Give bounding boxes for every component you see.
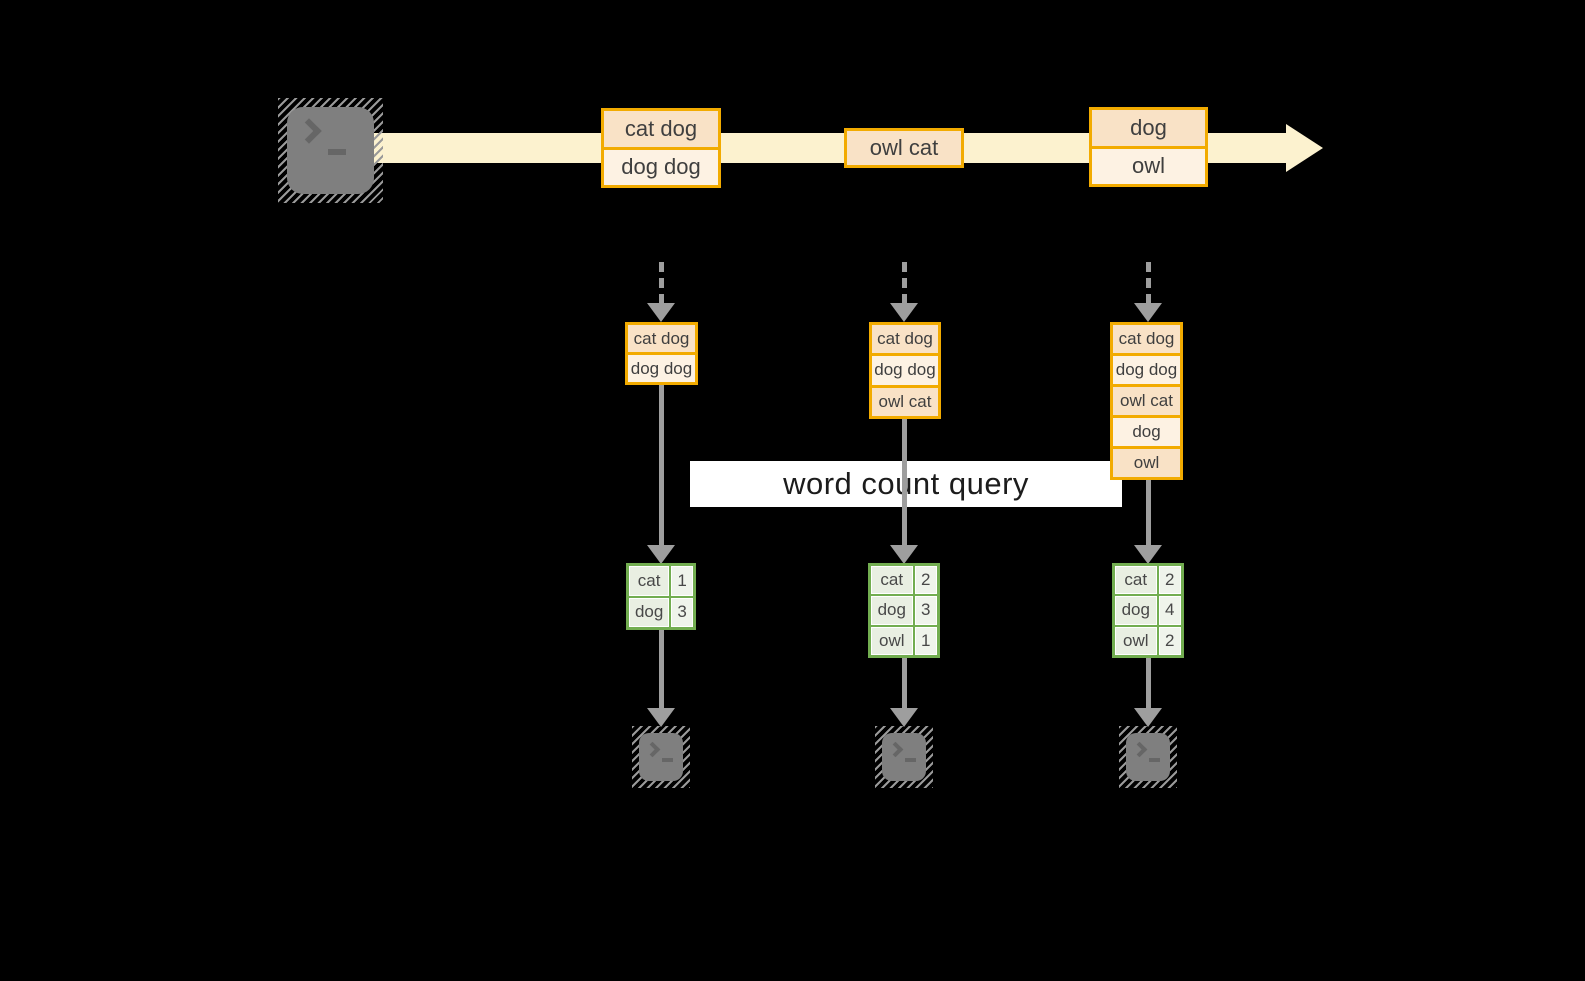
dashed-arrow-head-icon xyxy=(647,303,675,322)
word-cell: dog xyxy=(629,597,670,627)
result-row: dog 3 xyxy=(629,597,693,627)
result-table-3: cat 2 dog 4 owl 2 xyxy=(1112,563,1184,658)
state-item: owl xyxy=(1113,446,1180,477)
batch-item: owl xyxy=(1092,145,1205,184)
stream-arrow-head-icon xyxy=(1286,124,1323,172)
state-item: owl cat xyxy=(1113,384,1180,415)
prompt-chevron-icon xyxy=(296,118,322,144)
word-cell: cat xyxy=(1115,566,1157,595)
flow-arrow-head-icon xyxy=(1134,708,1162,727)
flow-line xyxy=(902,419,907,545)
prompt-chevron-icon xyxy=(644,741,661,758)
state-item: dog dog xyxy=(1113,353,1180,384)
word-cell: cat xyxy=(629,566,670,596)
result-row: owl 2 xyxy=(1115,626,1181,655)
result-row: dog 4 xyxy=(1115,596,1181,625)
result-row: owl 1 xyxy=(871,626,937,655)
flow-arrow-head-icon xyxy=(647,545,675,564)
batch-item: dog dog xyxy=(604,146,718,185)
state-item: cat dog xyxy=(628,325,695,352)
prompt-underscore-icon xyxy=(1149,758,1160,762)
state-box-1: cat dog dog dog xyxy=(625,322,698,385)
source-terminal-icon xyxy=(278,98,383,203)
dashed-arrow-line xyxy=(1146,262,1151,304)
dashed-arrow-line xyxy=(902,262,907,304)
stream-batch-box-1: cat dog dog dog xyxy=(601,108,721,188)
state-item: cat dog xyxy=(872,325,938,354)
prompt-underscore-icon xyxy=(905,758,916,762)
result-row: cat 2 xyxy=(1115,566,1181,595)
word-cell: dog xyxy=(1115,596,1157,625)
batch-item: owl cat xyxy=(847,131,961,165)
prompt-chevron-icon xyxy=(887,741,904,758)
dashed-arrow-line xyxy=(659,262,664,304)
prompt-chevron-icon xyxy=(1131,741,1148,758)
state-item: dog dog xyxy=(872,353,938,385)
flow-arrow-head-icon xyxy=(890,545,918,564)
word-cell: owl xyxy=(1115,626,1157,655)
flow-line xyxy=(1146,658,1151,708)
word-cell: owl xyxy=(871,626,913,655)
flow-arrow-head-icon xyxy=(647,708,675,727)
flow-line xyxy=(1146,480,1151,545)
dashed-arrow-head-icon xyxy=(890,303,918,322)
count-cell: 3 xyxy=(914,596,937,625)
state-box-2: cat dog dog dog owl cat xyxy=(869,322,941,419)
count-cell: 2 xyxy=(1158,626,1181,655)
result-row: dog 3 xyxy=(871,596,937,625)
terminal-body xyxy=(639,733,683,781)
flow-arrow-head-icon xyxy=(1134,545,1162,564)
sink-terminal-icon xyxy=(1119,726,1177,788)
stream-batch-box-2: owl cat xyxy=(844,128,964,168)
prompt-underscore-icon xyxy=(662,758,673,762)
state-item: dog dog xyxy=(628,352,695,382)
count-cell: 2 xyxy=(914,566,937,595)
flow-line xyxy=(659,385,664,545)
result-row: cat 1 xyxy=(629,566,693,596)
state-box-3: cat dog dog dog owl cat dog owl xyxy=(1110,322,1183,480)
count-cell: 2 xyxy=(1158,566,1181,595)
terminal-body xyxy=(882,733,926,781)
flow-line xyxy=(902,658,907,708)
sink-terminal-icon xyxy=(875,726,933,788)
terminal-body xyxy=(287,107,374,194)
stream-batch-box-3: dog owl xyxy=(1089,107,1208,187)
sink-terminal-icon xyxy=(632,726,690,788)
dashed-arrow-head-icon xyxy=(1134,303,1162,322)
state-item: owl cat xyxy=(872,384,938,416)
result-table-1: cat 1 dog 3 xyxy=(626,563,696,630)
count-cell: 3 xyxy=(671,597,693,627)
result-table-2: cat 2 dog 3 owl 1 xyxy=(868,563,940,658)
word-cell: cat xyxy=(871,566,913,595)
result-row: cat 2 xyxy=(871,566,937,595)
batch-item: cat dog xyxy=(604,111,718,147)
count-cell: 1 xyxy=(914,626,937,655)
terminal-body xyxy=(1126,733,1170,781)
flow-line xyxy=(659,630,664,708)
state-item: cat dog xyxy=(1113,325,1180,353)
word-cell: dog xyxy=(871,596,913,625)
state-item: dog xyxy=(1113,415,1180,446)
batch-item: dog xyxy=(1092,110,1205,146)
prompt-underscore-icon xyxy=(328,149,346,155)
count-cell: 4 xyxy=(1158,596,1181,625)
flow-arrow-head-icon xyxy=(890,708,918,727)
count-cell: 1 xyxy=(671,566,693,596)
